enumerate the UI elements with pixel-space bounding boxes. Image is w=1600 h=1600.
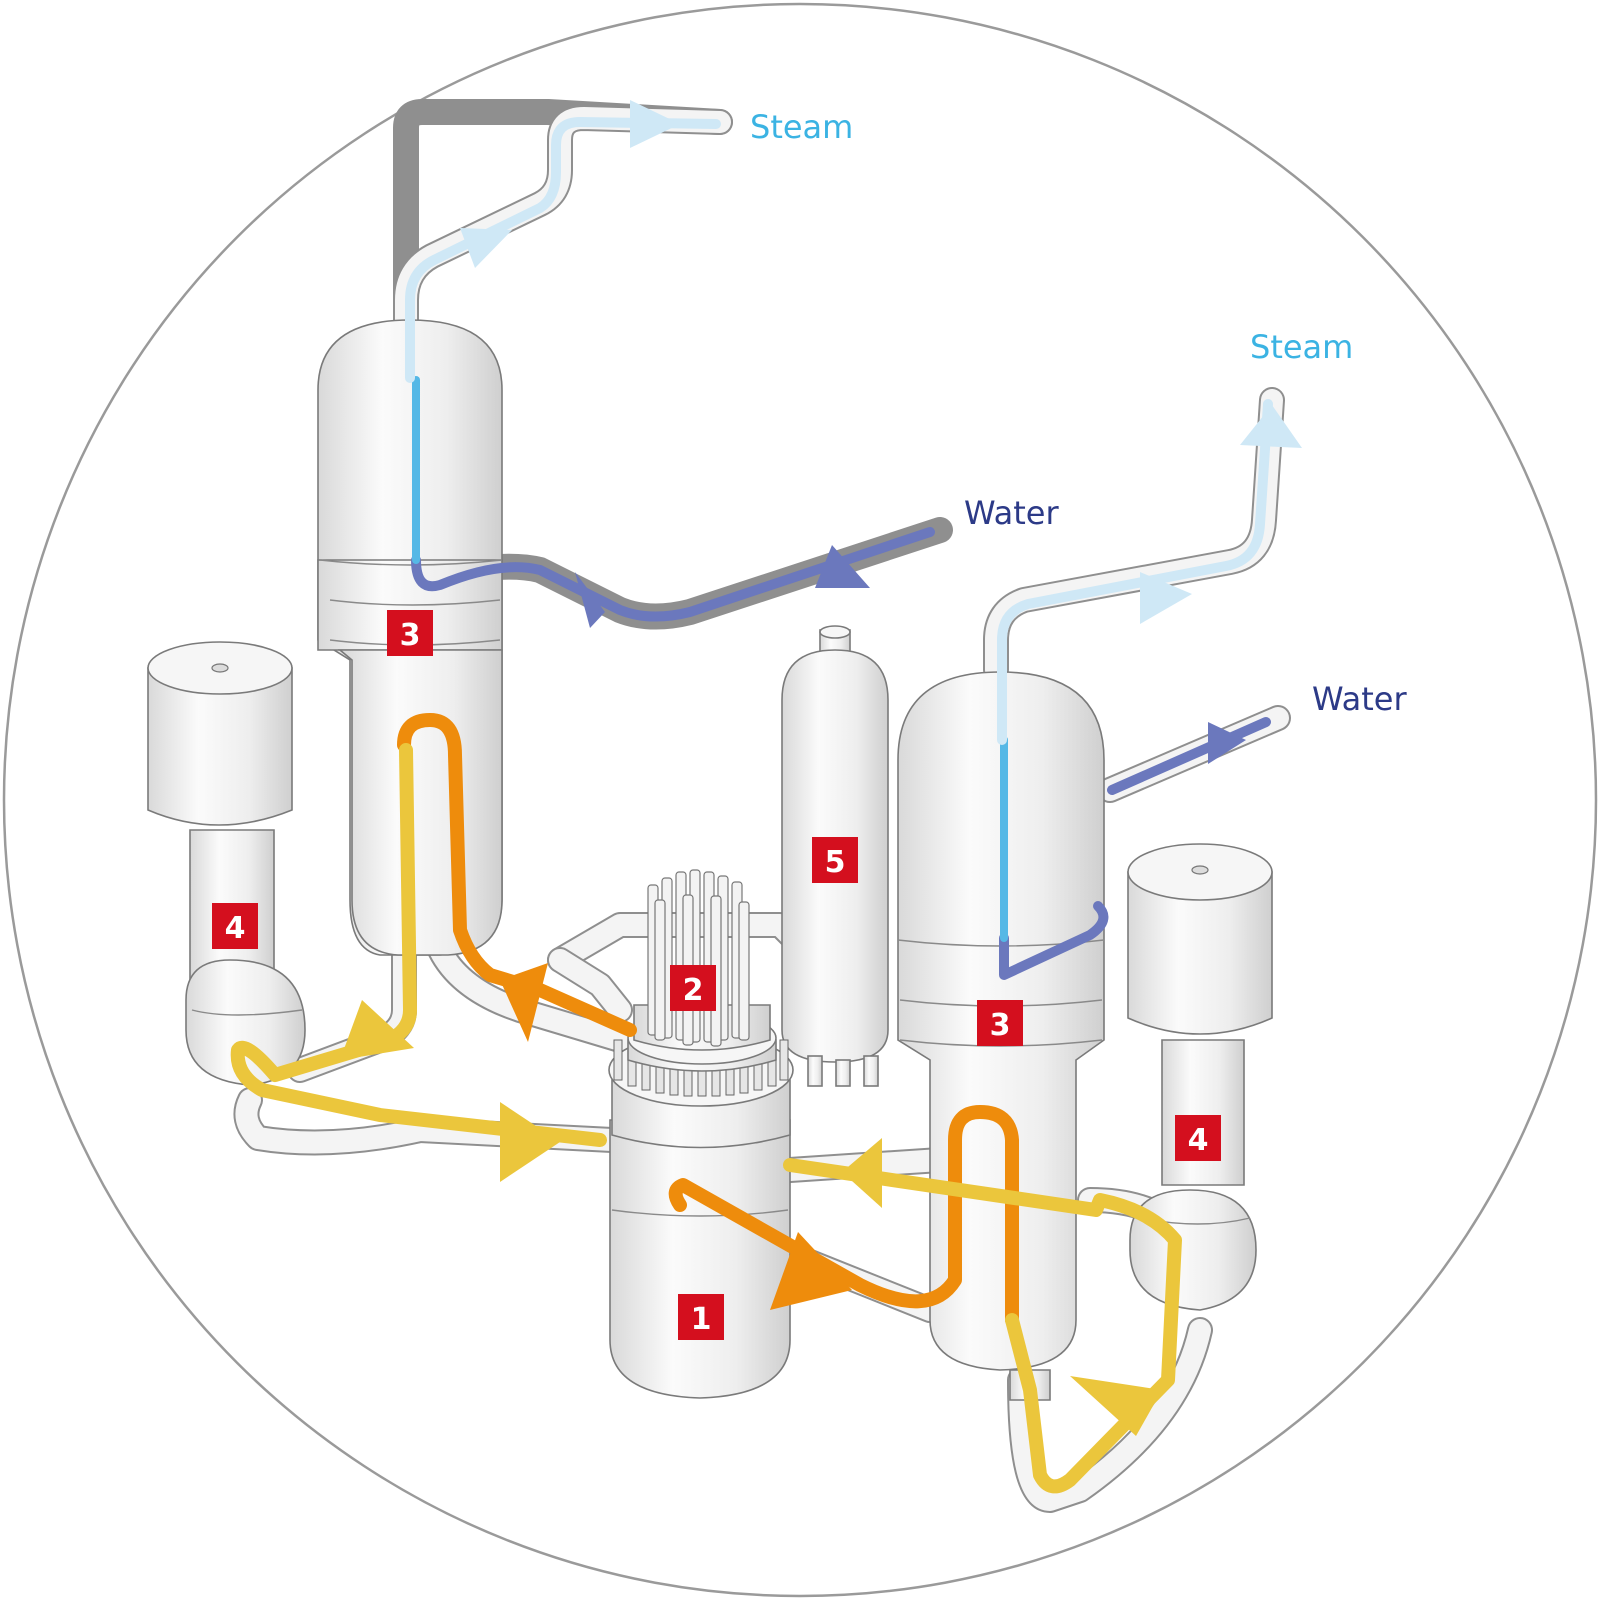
- label-steam-right: Steam: [1250, 328, 1353, 366]
- control-rod-drives: [647, 869, 750, 1047]
- flow-arrows: [340, 100, 1302, 1436]
- steam-line-left: [405, 117, 721, 383]
- badge-steam-generator-left: 3: [387, 610, 433, 656]
- hot-leg-right: [668, 1105, 1019, 1327]
- badge-pump-left-text: 4: [225, 911, 246, 946]
- label-steam-top: Steam: [750, 108, 853, 146]
- badge-pressurizer: 5: [812, 837, 858, 883]
- coolant-pump-left: [147, 641, 306, 1086]
- cold-leg-left: [230, 743, 607, 1147]
- feedwater-right-loop: [999, 901, 1109, 980]
- arrow-steam-top-2: [460, 228, 512, 268]
- badge-reactor: 1: [678, 1294, 724, 1340]
- badge-pump-right: 4: [1175, 1115, 1221, 1161]
- cold-leg-right: [783, 1158, 1182, 1494]
- label-water-right: Water: [1312, 680, 1407, 718]
- badge-reactor-text: 1: [691, 1302, 712, 1337]
- arrow-water-top-1: [815, 545, 870, 588]
- arrow-cold-right-2: [1070, 1376, 1162, 1436]
- arrow-steam-right-2: [1140, 572, 1192, 624]
- badge-pump-left: 4: [212, 903, 258, 949]
- arrow-cold-left-2: [500, 1102, 560, 1182]
- badge-pressurizer-text: 5: [825, 845, 846, 880]
- arrow-hot-right: [770, 1232, 852, 1310]
- badge-control-drives-text: 2: [683, 973, 704, 1008]
- feedwater-right: [1107, 717, 1271, 795]
- arrow-cold-right-1: [842, 1138, 882, 1208]
- badge-steam-generator-right-text: 3: [990, 1008, 1011, 1043]
- coolant-pump-right: [1127, 843, 1273, 1311]
- arrow-water-top-2: [575, 572, 605, 628]
- arrow-steam-right-1: [1240, 405, 1302, 448]
- arrow-water-right: [1208, 722, 1246, 764]
- badge-steam-generator-right: 3: [977, 1000, 1023, 1046]
- label-water-top: Water: [964, 494, 1059, 532]
- badge-control-drives: 2: [670, 965, 716, 1011]
- arrow-hot-left: [500, 963, 548, 1042]
- steam-line-right: [997, 399, 1273, 745]
- badge-steam-generator-left-text: 3: [400, 618, 421, 653]
- head-studs: [613, 1039, 789, 1097]
- arrow-steam-top-1: [630, 100, 680, 148]
- hot-leg-left: [397, 713, 637, 1037]
- badge-pump-right-text: 4: [1188, 1123, 1209, 1158]
- arrow-cold-left-1: [340, 1000, 414, 1060]
- feedwater-left: [411, 527, 935, 622]
